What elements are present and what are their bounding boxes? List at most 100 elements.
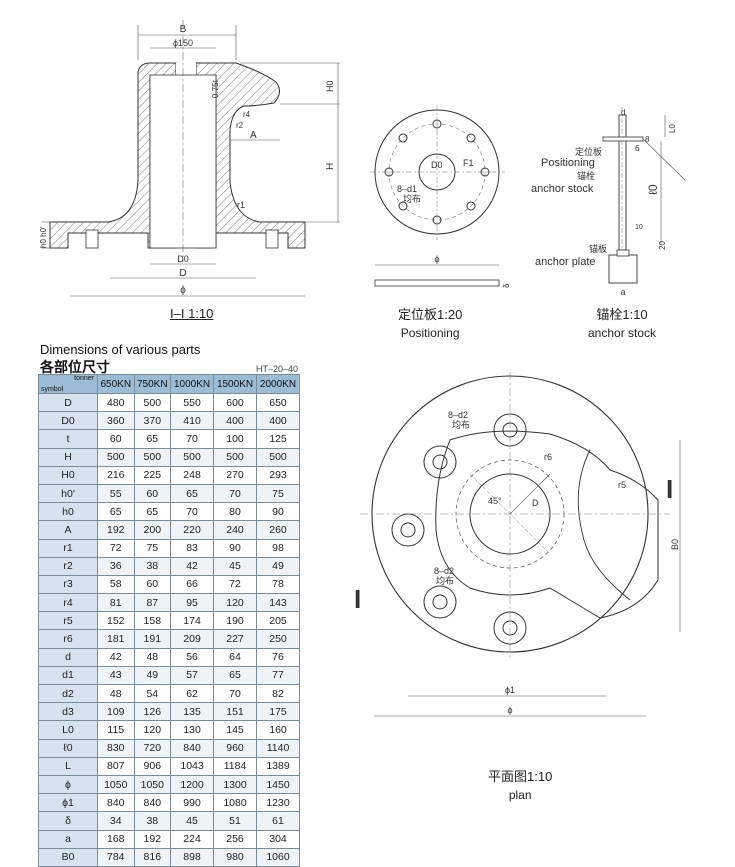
table-cell: 250 bbox=[256, 629, 300, 649]
section-view-drawing: B ϕ150 0.75t r4 r2 A r1 H0 H h0 h0' D0 D… bbox=[39, 20, 340, 297]
table-cell: 168 bbox=[97, 829, 135, 849]
section-label-phi: ϕ bbox=[180, 285, 186, 296]
table-cell: 95 bbox=[170, 593, 215, 613]
table-cell-symbol: d2 bbox=[38, 683, 98, 704]
table-cell-symbol: r5 bbox=[38, 611, 98, 631]
table-cell: 304 bbox=[256, 829, 300, 849]
table-cell: 42 bbox=[97, 647, 135, 667]
table-cell: 72 bbox=[213, 574, 257, 595]
table-cell: 51 bbox=[213, 811, 257, 831]
table-header-col: 1500KN bbox=[213, 374, 257, 394]
table-cell: 1050 bbox=[133, 774, 172, 795]
anchor-label-20: 20 bbox=[658, 241, 667, 250]
table-cell: 192 bbox=[133, 829, 172, 849]
table-cell: 240 bbox=[213, 520, 257, 540]
table-cell: 75 bbox=[256, 483, 300, 504]
table-cell: 83 bbox=[170, 538, 215, 558]
plate-label-delta: δ bbox=[502, 283, 511, 288]
table-cell: 70 bbox=[213, 683, 257, 704]
table-cell-symbol: d1 bbox=[38, 665, 98, 686]
table-cell: 370 bbox=[133, 411, 172, 431]
table-cell-symbol: B0 bbox=[38, 847, 98, 867]
table-cell: 1060 bbox=[256, 847, 300, 867]
table-cell: 38 bbox=[133, 811, 172, 831]
table-cell: 158 bbox=[133, 611, 172, 631]
table-cell: 45 bbox=[170, 811, 215, 831]
model-code: HT–20–40 bbox=[256, 364, 299, 374]
table-cell: 270 bbox=[213, 465, 257, 485]
table-header-col: 750KN bbox=[133, 374, 172, 394]
table-cell: 550 bbox=[170, 392, 215, 413]
dimensions-title-en: Dimensions of various parts bbox=[40, 342, 201, 357]
anchor-label-l0: ℓ0 bbox=[646, 184, 660, 195]
table-cell: 70 bbox=[170, 429, 215, 449]
section-label-D0: D0 bbox=[177, 254, 189, 264]
table-cell: 500 bbox=[213, 447, 257, 467]
table-header-symbol: tonner symbol bbox=[38, 374, 98, 394]
table-cell: 840 bbox=[170, 738, 215, 758]
table-cell: 224 bbox=[170, 829, 215, 849]
section-label-r2: r2 bbox=[236, 121, 244, 130]
table-cell: 82 bbox=[256, 683, 300, 704]
table-cell-symbol: r4 bbox=[38, 593, 98, 613]
positioning-plate-drawing: D0 F1 8–d1 均布 ϕ δ bbox=[370, 105, 511, 288]
anchor-label-anchor-zh: 锚栓 bbox=[577, 170, 595, 181]
table-cell-symbol: H0 bbox=[38, 465, 98, 485]
anchor-stock-drawing: d 定位板 Positioning 锚栓 anchor stock 锚板 anc… bbox=[531, 107, 686, 297]
plan-label-r6: r6 bbox=[544, 452, 552, 462]
anchor-label-plate-zh: 锚板 bbox=[589, 243, 607, 254]
table-cell-symbol: ϕ bbox=[38, 774, 98, 795]
table-cell: 77 bbox=[256, 665, 300, 686]
table-cell: 34 bbox=[97, 811, 135, 831]
table-cell: 130 bbox=[170, 720, 215, 740]
plan-label-even-top: 均布 bbox=[452, 419, 470, 430]
table-cell: 65 bbox=[213, 665, 257, 686]
table-cell: 200 bbox=[133, 520, 172, 540]
anchor-label-positioning-en: Positioning bbox=[541, 157, 595, 169]
table-cell: 70 bbox=[213, 483, 257, 504]
table-cell: 120 bbox=[133, 720, 172, 740]
table-cell: 600 bbox=[213, 392, 257, 413]
dimensions-title-zh: 各部位尺寸 bbox=[40, 359, 110, 375]
table-cell: 209 bbox=[170, 629, 215, 649]
table-cell: 500 bbox=[170, 447, 215, 467]
plan-section-left: I bbox=[354, 584, 361, 614]
plate-label-phi: ϕ bbox=[434, 254, 439, 264]
table-cell: 190 bbox=[213, 611, 257, 631]
table-cell: 80 bbox=[213, 502, 257, 522]
plan-label-even-bot: 均布 bbox=[436, 575, 454, 586]
table-cell: 720 bbox=[133, 738, 172, 758]
table-cell: 57 bbox=[170, 665, 215, 686]
positioning-caption-en: Positioning bbox=[400, 326, 460, 340]
section-label-H0: H0 bbox=[325, 80, 335, 92]
table-cell: 90 bbox=[256, 502, 300, 522]
table-cell: 898 bbox=[170, 847, 215, 867]
table-cell: 49 bbox=[256, 556, 300, 576]
table-cell-symbol: d3 bbox=[38, 702, 98, 722]
table-cell: 126 bbox=[133, 702, 172, 722]
plan-label-phi1: ϕ1 bbox=[505, 685, 515, 695]
section-view-caption: I–I 1:10 bbox=[170, 306, 214, 321]
table-cell: 66 bbox=[170, 574, 215, 595]
anchor-caption-zh: 锚栓1:10 bbox=[596, 307, 648, 322]
table-cell: 152 bbox=[97, 611, 135, 631]
table-cell: 784 bbox=[97, 847, 135, 867]
table-cell: 62 bbox=[170, 683, 215, 704]
table-cell: 500 bbox=[97, 447, 135, 467]
table-cell-symbol: h0 bbox=[38, 502, 98, 522]
table-cell: 500 bbox=[256, 447, 300, 467]
table-cell-symbol: r6 bbox=[38, 629, 98, 649]
table-cell: 64 bbox=[213, 647, 257, 667]
plan-label-angle: 45° bbox=[488, 496, 502, 506]
